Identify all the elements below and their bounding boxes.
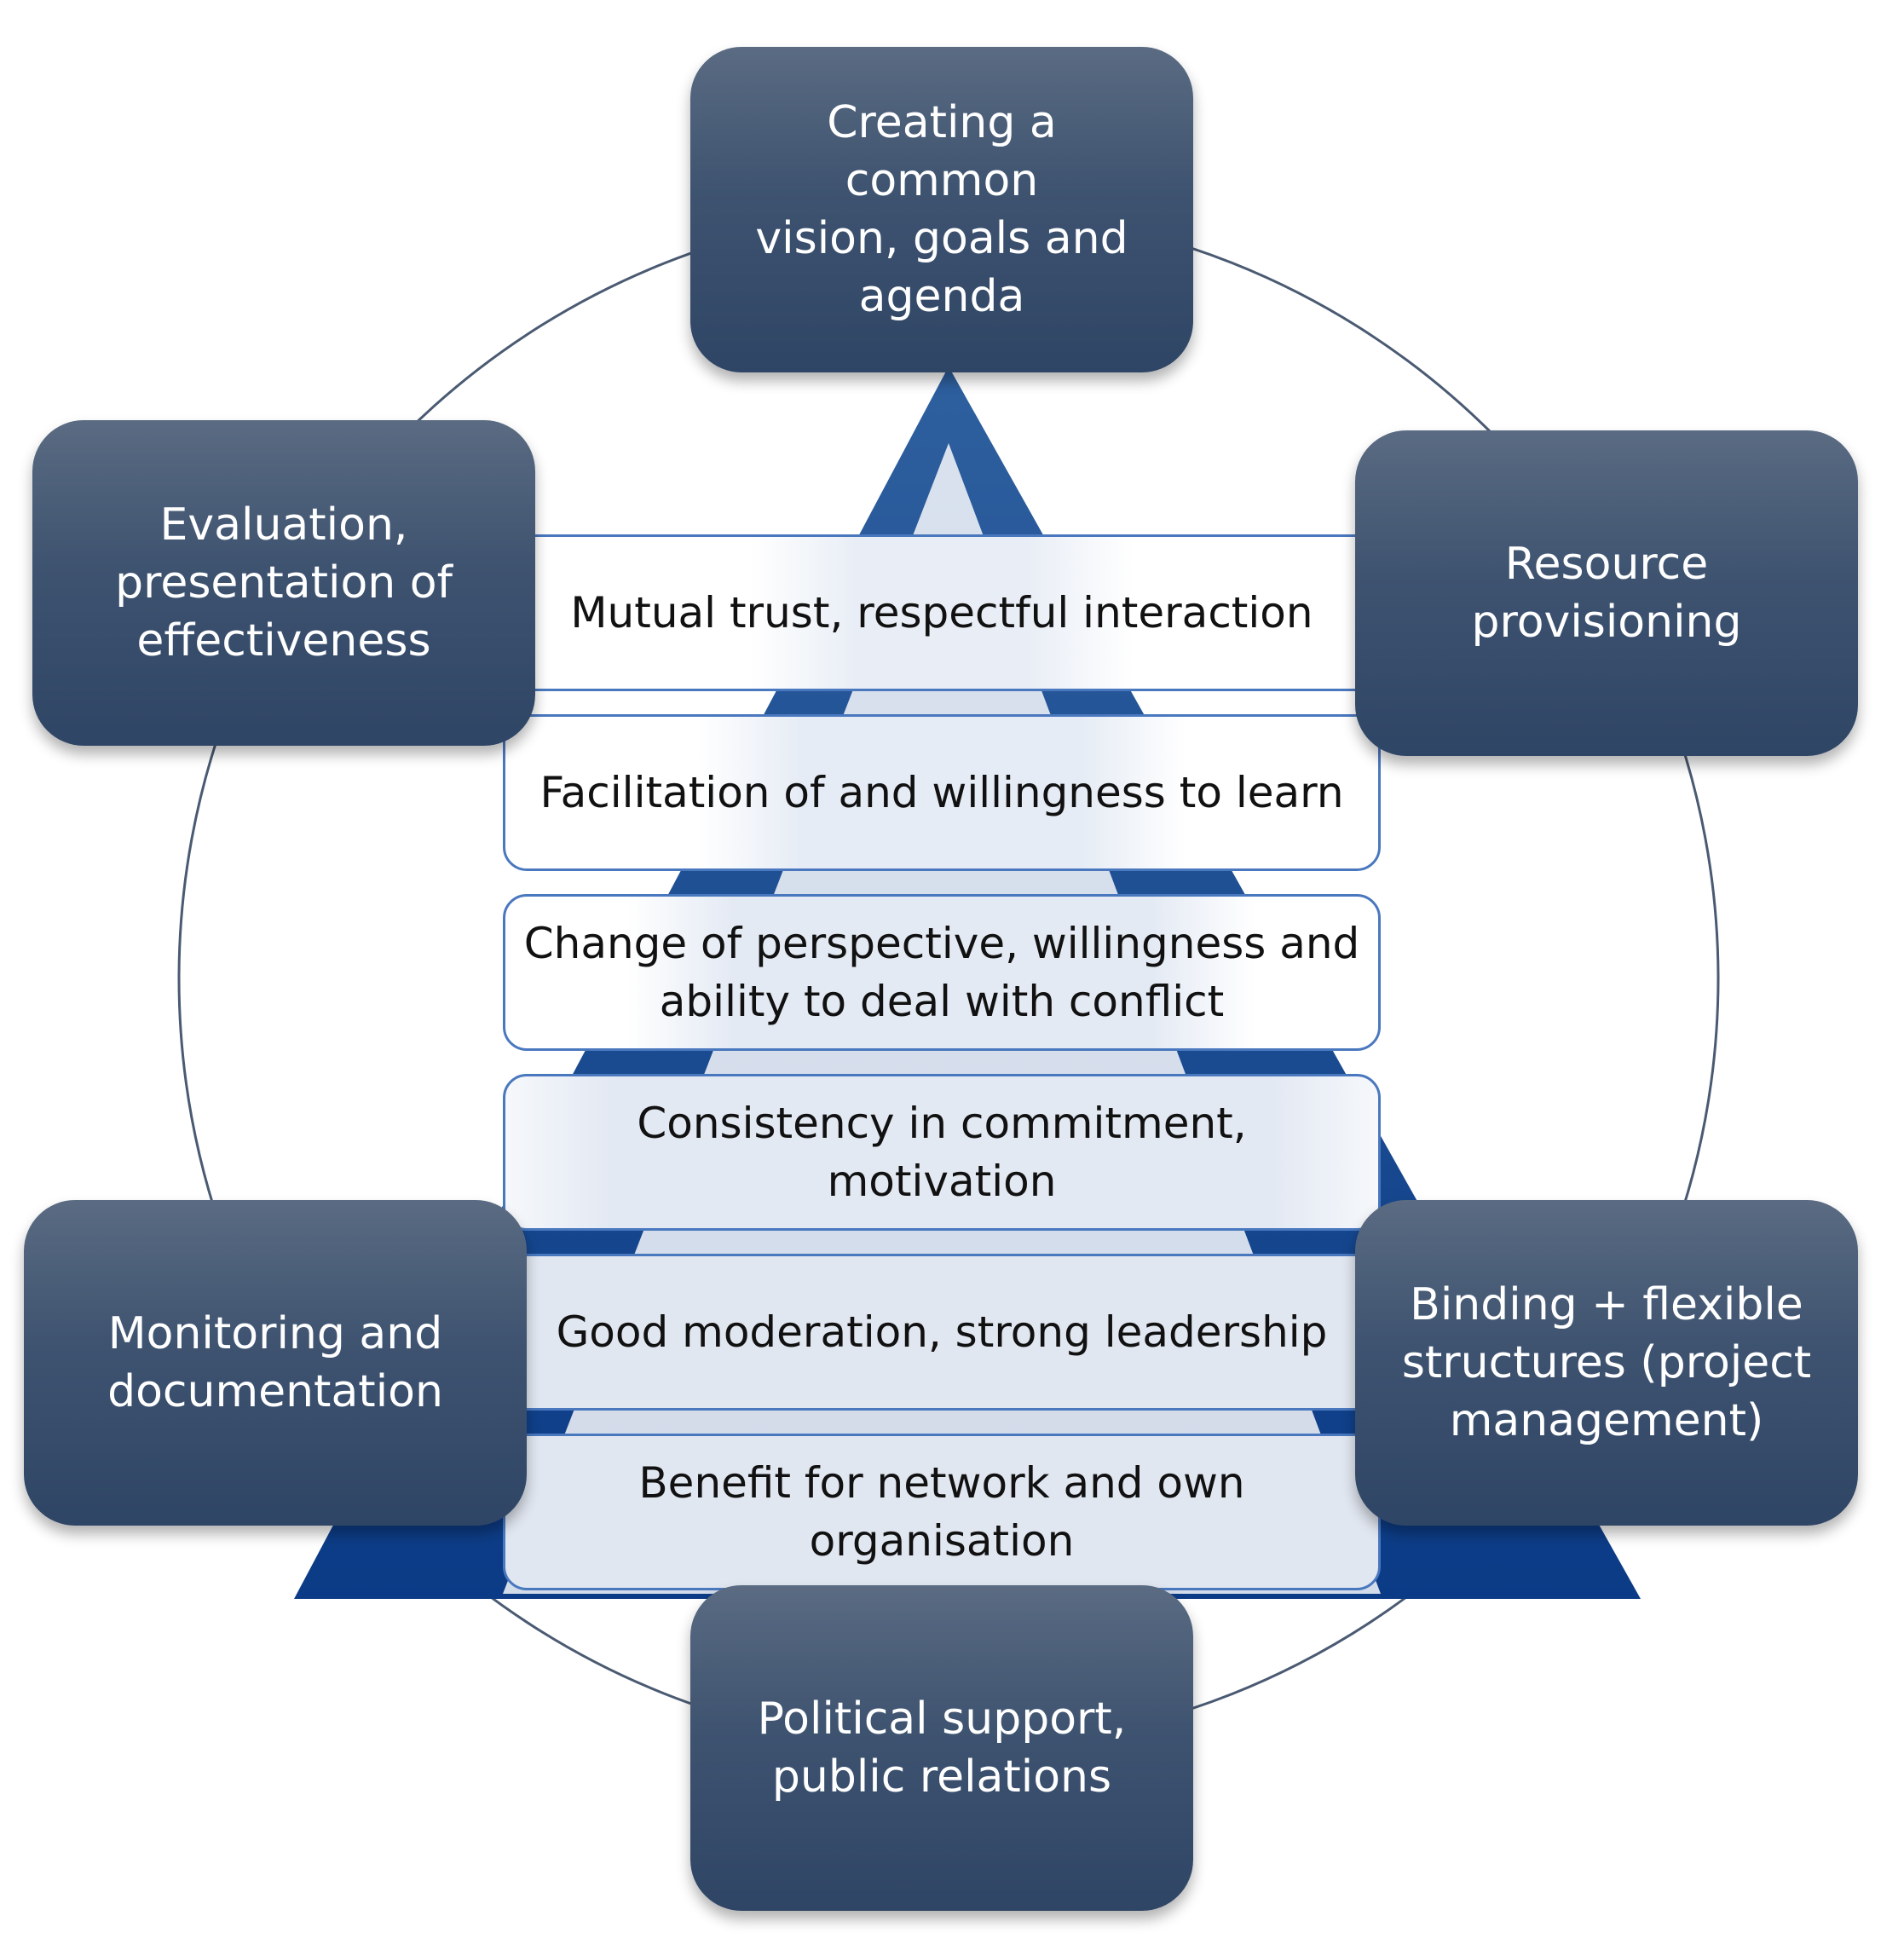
pyramid-layer-label: Benefit for network and own organisation	[638, 1458, 1245, 1566]
pyramid-layer-label: Good moderation, strong leadership	[556, 1307, 1328, 1357]
outer-box-label: Creating a common vision, goals and agen…	[755, 97, 1128, 322]
pyramid-layer-label: Mutual trust, respectful interaction	[570, 588, 1313, 638]
outer-box-lower-right: Binding + flexible structures (project m…	[1355, 1200, 1858, 1526]
pyramid-layer: Consistency in commitment, motivation	[503, 1074, 1381, 1231]
outer-box-upper-right: Resource provisioning	[1355, 430, 1858, 756]
outer-box-label: Evaluation, presentation of effectivenes…	[115, 499, 453, 666]
outer-box-bottom: Political support, public relations	[690, 1585, 1193, 1911]
pyramid-layer-label: Consistency in commitment, motivation	[637, 1099, 1247, 1206]
pyramid-layer: Benefit for network and own organisation	[503, 1434, 1381, 1590]
outer-box-label: Political support, public relations	[757, 1693, 1127, 1803]
outer-box-upper-left: Evaluation, presentation of effectivenes…	[32, 420, 535, 746]
pyramid-layer-label: Change of perspective, willingness and a…	[523, 919, 1360, 1026]
outer-box-top: Creating a common vision, goals and agen…	[690, 47, 1193, 372]
outer-box-label: Binding + flexible structures (project m…	[1401, 1279, 1812, 1446]
pyramid-layer: Good moderation, strong leadership	[503, 1254, 1381, 1411]
pyramid-layer: Mutual trust, respectful interaction	[503, 534, 1381, 691]
pyramid-layer-label: Facilitation of and willingness to learn	[539, 768, 1344, 817]
outer-box-label: Monitoring and documentation	[107, 1308, 443, 1417]
pyramid-layer: Facilitation of and willingness to learn	[503, 714, 1381, 871]
pyramid-layer: Change of perspective, willingness and a…	[503, 894, 1381, 1051]
outer-box-label: Resource provisioning	[1471, 539, 1742, 648]
outer-box-lower-left: Monitoring and documentation	[24, 1200, 527, 1526]
